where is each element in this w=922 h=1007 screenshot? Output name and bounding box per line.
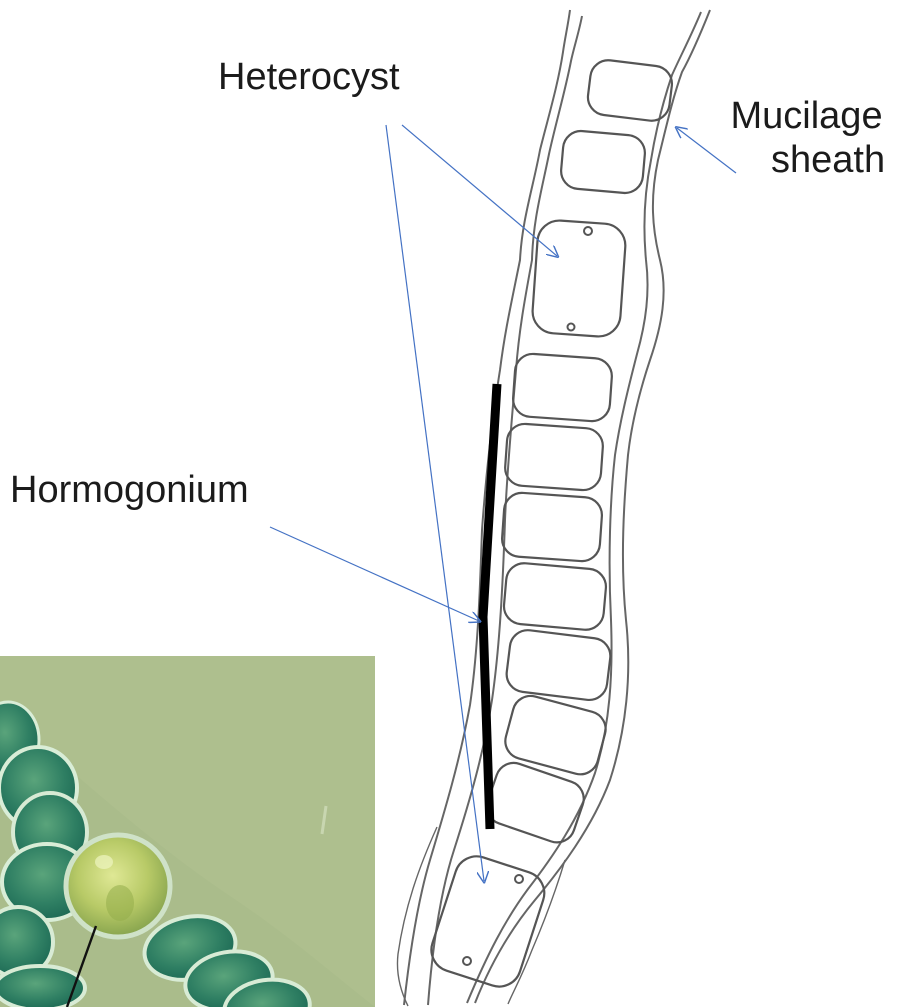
heterocyst-label: Heterocyst: [218, 56, 400, 100]
cell-4: [504, 423, 604, 492]
hormogonium-label: Hormogonium: [10, 469, 249, 513]
cell-3: [512, 353, 613, 423]
cell-2: [560, 130, 647, 195]
hormogonium-arrow: [270, 527, 479, 621]
filament-cells: [426, 58, 674, 992]
heterocyst-photo-cell: [66, 835, 170, 937]
cell-7: [505, 628, 613, 702]
cell-5: [501, 492, 603, 563]
mucilage-sheath-label: Mucilage sheath: [728, 95, 885, 182]
hormogonium-bar: [483, 384, 497, 829]
cell-9: [482, 758, 589, 847]
heterocyst-cell-lower: [426, 851, 550, 993]
cell-8: [501, 692, 609, 778]
micrograph-drawing: [0, 656, 375, 1007]
mucilage-label-line1: Mucilage: [728, 95, 885, 139]
cell-6: [502, 562, 607, 631]
heterocyst-cell-upper: [531, 219, 627, 338]
mucilage-label-line2: sheath: [771, 139, 885, 183]
mucilage-sheath-outline: [397, 10, 710, 1006]
heterocyst-arrow-lower: [386, 125, 484, 881]
heterocyst-arrow-upper: [402, 125, 557, 256]
micrograph-photo: [0, 656, 375, 1007]
